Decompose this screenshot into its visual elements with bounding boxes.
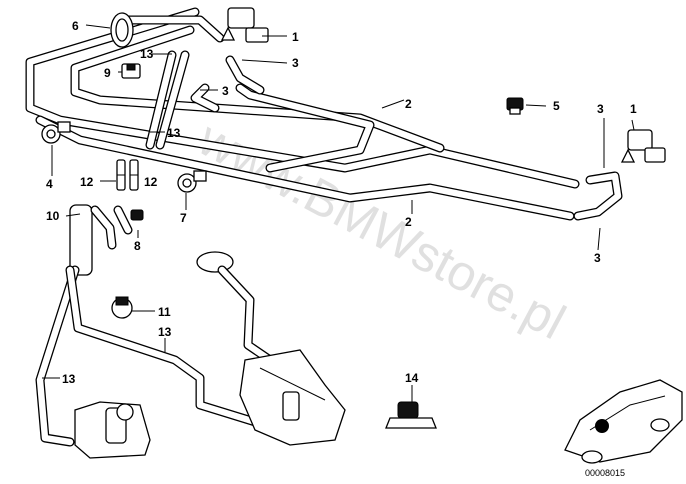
callout-3-mid: 3 <box>222 84 229 98</box>
callout-4: 4 <box>46 177 53 191</box>
hose-bundle <box>25 7 623 221</box>
small-reservoir <box>74 401 151 459</box>
callout-3-right-top: 3 <box>597 102 604 116</box>
callout-13-left: 13 <box>62 372 76 386</box>
car-thumbnail <box>564 379 683 464</box>
large-reservoir <box>196 251 346 446</box>
callout-13-bottom: 13 <box>158 325 172 339</box>
connector-part <box>121 63 141 79</box>
callout-14: 14 <box>405 371 419 385</box>
leader-lines <box>42 24 635 402</box>
holder-part <box>385 401 437 429</box>
location-marker-icon <box>595 419 609 433</box>
tee-connectors <box>116 159 139 191</box>
pump-assembly <box>69 204 133 276</box>
clip-part-4 <box>41 121 71 144</box>
callout-2-top: 2 <box>405 97 412 111</box>
catalog-code: 00008015 <box>585 468 625 478</box>
callout-13-top: 13 <box>140 47 154 61</box>
callout-1-top: 1 <box>292 30 299 44</box>
callout-2-bottom: 2 <box>405 215 412 229</box>
clip-part-7 <box>177 170 207 193</box>
grommet <box>110 12 134 48</box>
callout-5: 5 <box>553 99 560 113</box>
callout-1-right: 1 <box>630 102 637 116</box>
callout-12-left: 12 <box>80 175 94 189</box>
callout-7: 7 <box>180 211 187 225</box>
valve-right <box>620 129 666 163</box>
callout-6: 6 <box>72 19 79 33</box>
feed-hose-left <box>35 265 270 447</box>
callout-11: 11 <box>158 305 171 319</box>
callout-9: 9 <box>104 66 111 80</box>
cap-part-11 <box>111 296 133 319</box>
callout-10: 10 <box>46 209 60 223</box>
cap-part <box>130 209 144 221</box>
callouts: 6 1 3 13 9 3 2 5 3 1 13 4 12 12 7 2 10 8… <box>46 19 637 386</box>
callout-8: 8 <box>134 239 141 253</box>
sensor-part <box>506 97 524 115</box>
callout-3-right-bottom: 3 <box>594 251 601 265</box>
callout-13-mid: 13 <box>167 126 181 140</box>
callout-12-right: 12 <box>144 175 158 189</box>
callout-3-top: 3 <box>292 56 299 70</box>
valve-top <box>220 7 269 43</box>
